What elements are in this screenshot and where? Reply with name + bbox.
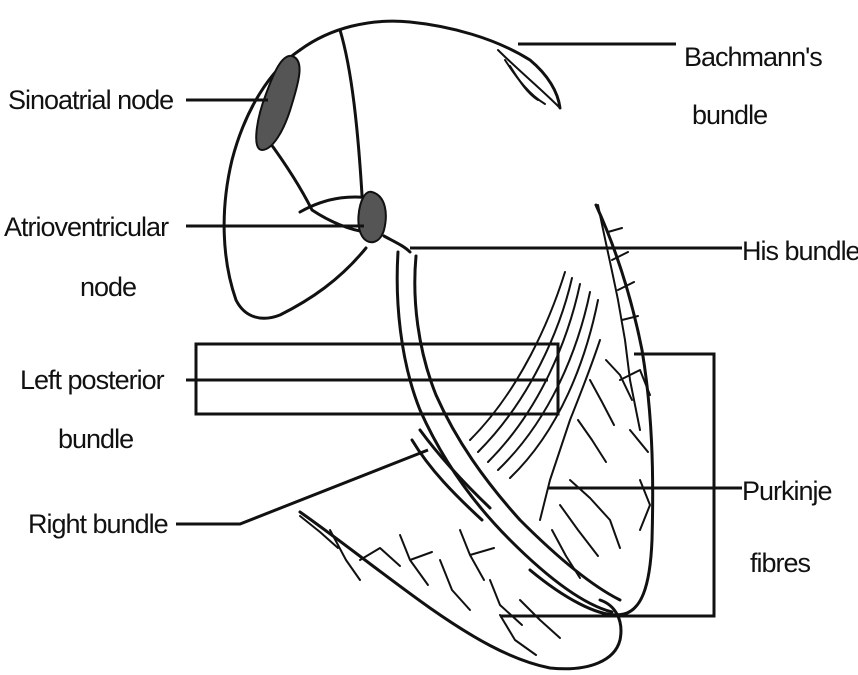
label-right-bundle: Right bundle [28, 509, 168, 539]
labels: Sinoatrial node Bachmann's bundle Atriov… [4, 42, 858, 578]
label-av-node-line2: node [80, 272, 136, 302]
sinoatrial-node [256, 56, 299, 150]
label-his-bundle: His bundle [742, 236, 858, 266]
label-av-node-line1: Atrioventricular [4, 212, 169, 242]
label-left-posterior-line1: Left posterior [20, 365, 165, 395]
leader-purkinje-bracket [500, 354, 714, 616]
label-bachmanns-line1: Bachmann's [684, 42, 822, 72]
left-posterior-fibres [470, 272, 598, 478]
label-purkinje-line2: fibres [750, 548, 811, 578]
label-purkinje-line1: Purkinje [742, 476, 832, 506]
atrioventricular-node [358, 192, 385, 243]
label-left-posterior-line2: bundle [58, 424, 133, 454]
label-sinoatrial-node: Sinoatrial node [8, 85, 173, 115]
ventricle-outline [300, 205, 653, 669]
label-bachmanns-line2: bundle [692, 100, 767, 130]
